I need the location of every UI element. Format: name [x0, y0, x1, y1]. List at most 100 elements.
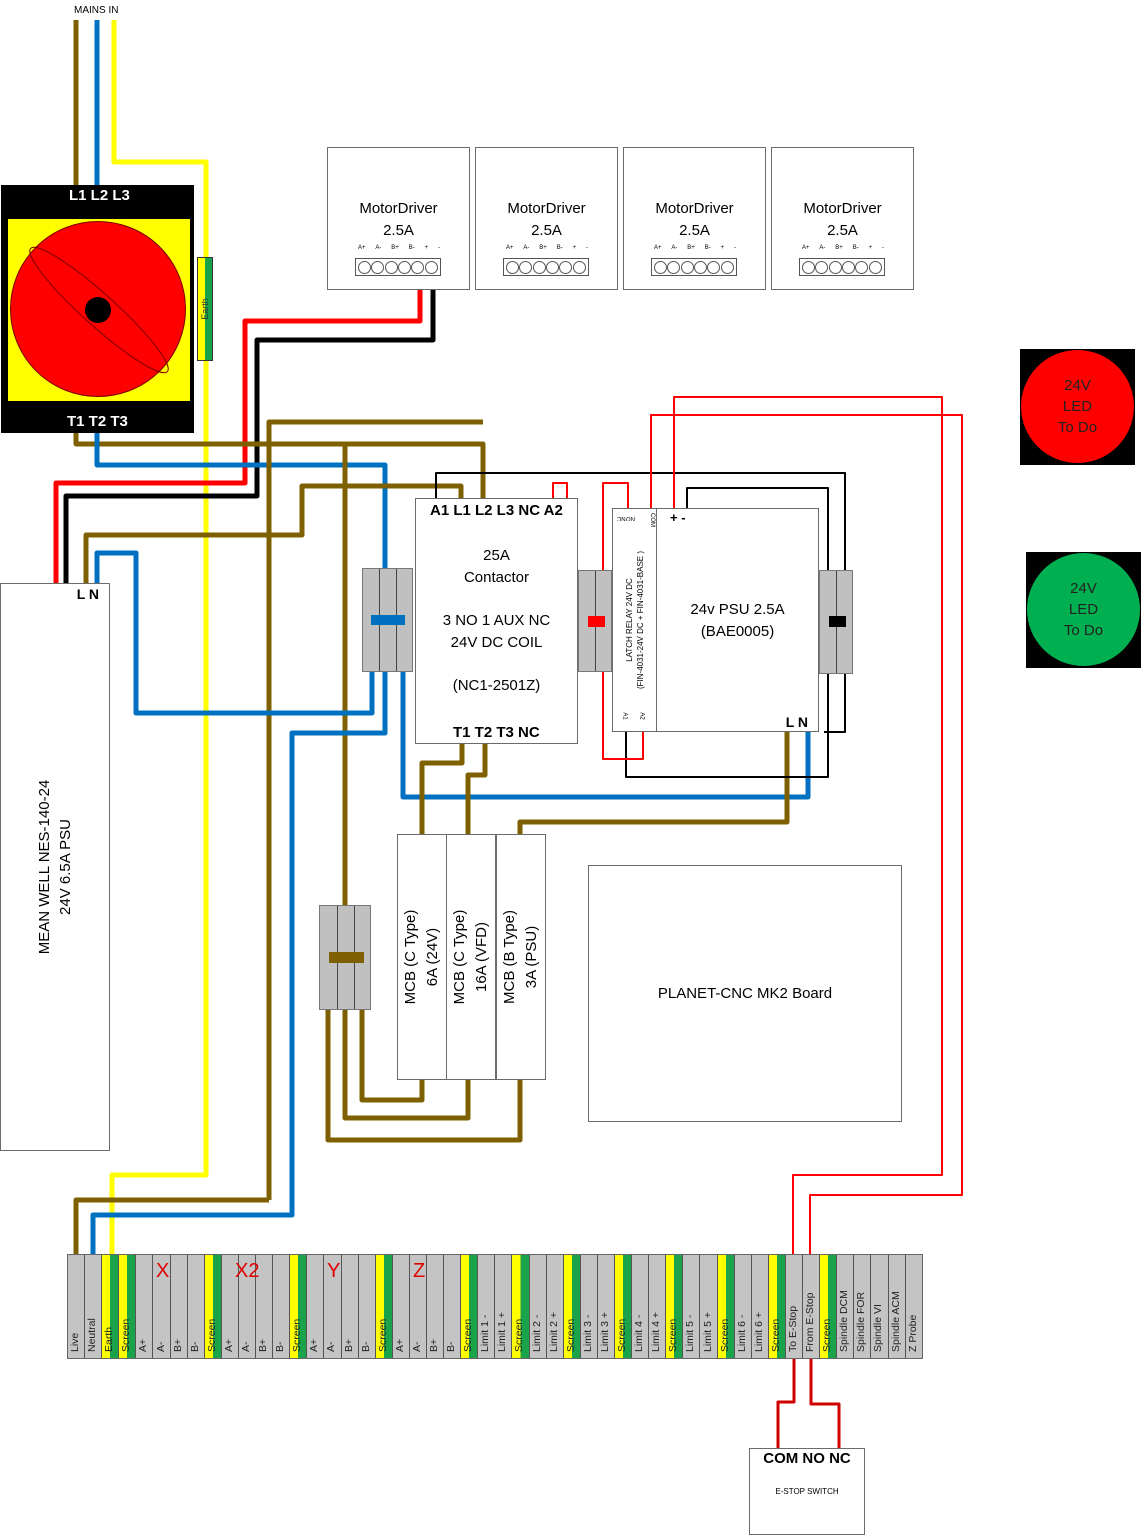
terminal-earth: Earth	[102, 1255, 120, 1358]
relay-part-number: (FIN-4031-24V DC + FIN-4031-BASE )	[635, 550, 645, 690]
led-note: To Do	[1057, 419, 1098, 436]
terminal-label: A-	[154, 1341, 167, 1353]
terminal-label: A-	[239, 1341, 252, 1353]
wire-driver-positive	[53, 290, 423, 583]
breaker-toggle-black[interactable]	[829, 616, 846, 627]
axis-label-x: X	[156, 1260, 170, 1282]
terminal-label: A+	[393, 1338, 406, 1352]
live-link-breaker[interactable]	[319, 905, 371, 1010]
breaker-toggle-blue[interactable]	[371, 615, 405, 625]
terminal-a: A+	[307, 1255, 325, 1358]
terminal-label: A+	[308, 1338, 321, 1352]
control-breaker-black[interactable]	[819, 570, 853, 674]
driver-terminal-block	[355, 258, 441, 276]
terminal-limit-1: Limit 1 +	[495, 1255, 513, 1358]
terminal-screen: Screen	[204, 1255, 222, 1358]
driver-rating: 2.5A	[383, 222, 414, 239]
terminal-label: B-	[274, 1341, 287, 1353]
driver-terminal-block	[799, 258, 885, 276]
relay-pin-a1: A1	[621, 712, 628, 720]
terminal-b: B-	[273, 1255, 291, 1358]
terminal-label: B-	[188, 1341, 201, 1353]
terminal-label: Limit 1 -	[479, 1314, 492, 1352]
terminal-label: A-	[410, 1341, 423, 1353]
terminal-label: Screen	[821, 1318, 834, 1352]
terminal-label: Limit 2 -	[530, 1314, 543, 1352]
breaker-toggle-red[interactable]	[588, 616, 605, 627]
terminal-label: B+	[428, 1338, 441, 1352]
terminal-label: From E-Stop	[804, 1292, 817, 1352]
mcb-psu[interactable]: MCB (B Type)3A (PSU)	[496, 834, 546, 1080]
pin-label: A+	[357, 245, 366, 251]
psu-24v-small: + - 24v PSU 2.5A (BAE0005) L N	[656, 508, 819, 732]
pin-label: B-	[852, 245, 859, 251]
terminal-label: Live	[69, 1332, 82, 1352]
pin-label: +	[720, 245, 725, 251]
control-breaker-red[interactable]	[578, 570, 612, 672]
terminal-b: B-	[444, 1255, 462, 1358]
psu-small-label: 24v PSU 2.5A (BAE0005)	[657, 599, 818, 643]
neutral-link-breaker[interactable]	[362, 568, 413, 672]
terminal-label: A+	[137, 1338, 150, 1352]
terminal-label: Earth	[103, 1326, 116, 1352]
pin-label: +	[424, 245, 429, 251]
wire-estop-switch-a	[776, 1359, 796, 1448]
pin-label: B+	[835, 245, 843, 251]
terminal-label: Limit 4 +	[650, 1312, 663, 1352]
terminal-label: Limit 5 +	[701, 1312, 714, 1352]
estop-switch[interactable]: COM NO NC E-STOP SWITCH	[749, 1448, 865, 1535]
wire-neutral-psu	[94, 550, 375, 716]
pin-label: -	[882, 245, 885, 251]
terminal-limit-4: Limit 4 -	[632, 1255, 650, 1358]
terminal-a: A-	[324, 1255, 342, 1358]
terminal-a: A+	[392, 1255, 410, 1358]
driver-terminal-block	[651, 258, 737, 276]
terminal-screen: Screen	[119, 1255, 137, 1358]
driver-name: MotorDriver	[359, 200, 438, 217]
driver-rating: 2.5A	[531, 222, 562, 239]
terminal-label: Limit 4 -	[633, 1314, 646, 1352]
led-red-lamp: 24V LED To Do	[1021, 350, 1134, 463]
terminal-label: Z Probe	[906, 1314, 919, 1352]
terminal-label: Spindle FOR	[855, 1291, 868, 1352]
terminal-label: B+	[342, 1338, 355, 1352]
mcb-vfd[interactable]: MCB (C Type)16A (VFD)	[446, 834, 496, 1080]
psu-terminals: L N	[76, 586, 99, 602]
pin-label: B+	[687, 245, 695, 251]
latch-relay: NC NO COM LATCH RELAY 24V DC (FIN-4031-2…	[612, 508, 657, 732]
terminal-screen: Screen	[375, 1255, 393, 1358]
isolator-rotary-dial[interactable]	[10, 221, 186, 397]
driver-rating: 2.5A	[827, 222, 858, 239]
terminal-spindle-for: Spindle FOR	[854, 1255, 872, 1358]
mains-in-label: MAINS IN	[74, 5, 119, 16]
psu-model: MEAN WELL NES-140-24	[36, 779, 53, 955]
terminal-label: A+	[222, 1338, 235, 1352]
pin-label: +	[572, 245, 577, 251]
pin-label: B+	[539, 245, 547, 251]
terminal-a: A+	[136, 1255, 154, 1358]
terminal-label: To E-Stop	[786, 1305, 799, 1352]
pin-label: +	[868, 245, 873, 251]
relay-label: LATCH RELAY 24V DC (FIN-4031-24V DC + FI…	[624, 551, 646, 689]
terminal-z-probe: Z Probe	[905, 1255, 922, 1358]
terminal-label: Limit 1 +	[496, 1312, 509, 1352]
contactor-bottom-terminals: T1 T2 T3 NC	[453, 724, 540, 741]
mcb-rating: 6A (24V)	[424, 927, 441, 987]
terminal-limit-2: Limit 2 -	[529, 1255, 547, 1358]
wire-mains-earth	[109, 20, 209, 1255]
wire-live-bus-top	[266, 419, 483, 1200]
mcb-24v[interactable]: MCB (C Type)6A (24V)	[397, 834, 447, 1080]
axis-label-z: Z	[413, 1260, 426, 1282]
isolator-input-terminals: L1 L2 L3	[69, 187, 130, 204]
pin-label: A-	[819, 245, 826, 251]
terminal-label: Neutral	[86, 1318, 99, 1352]
terminal-label: Screen	[462, 1318, 475, 1352]
earth-label: Earth	[200, 298, 210, 320]
pin-label: A+	[505, 245, 514, 251]
isolator-output-terminals: T1 T2 T3	[67, 413, 128, 430]
mcb-type: MCB (B Type)	[501, 910, 518, 1004]
breaker-toggle-brown[interactable]	[329, 952, 364, 963]
planet-cnc-board: PLANET-CNC MK2 Board	[588, 865, 902, 1122]
terminal-label: Limit 6 -	[735, 1314, 748, 1352]
